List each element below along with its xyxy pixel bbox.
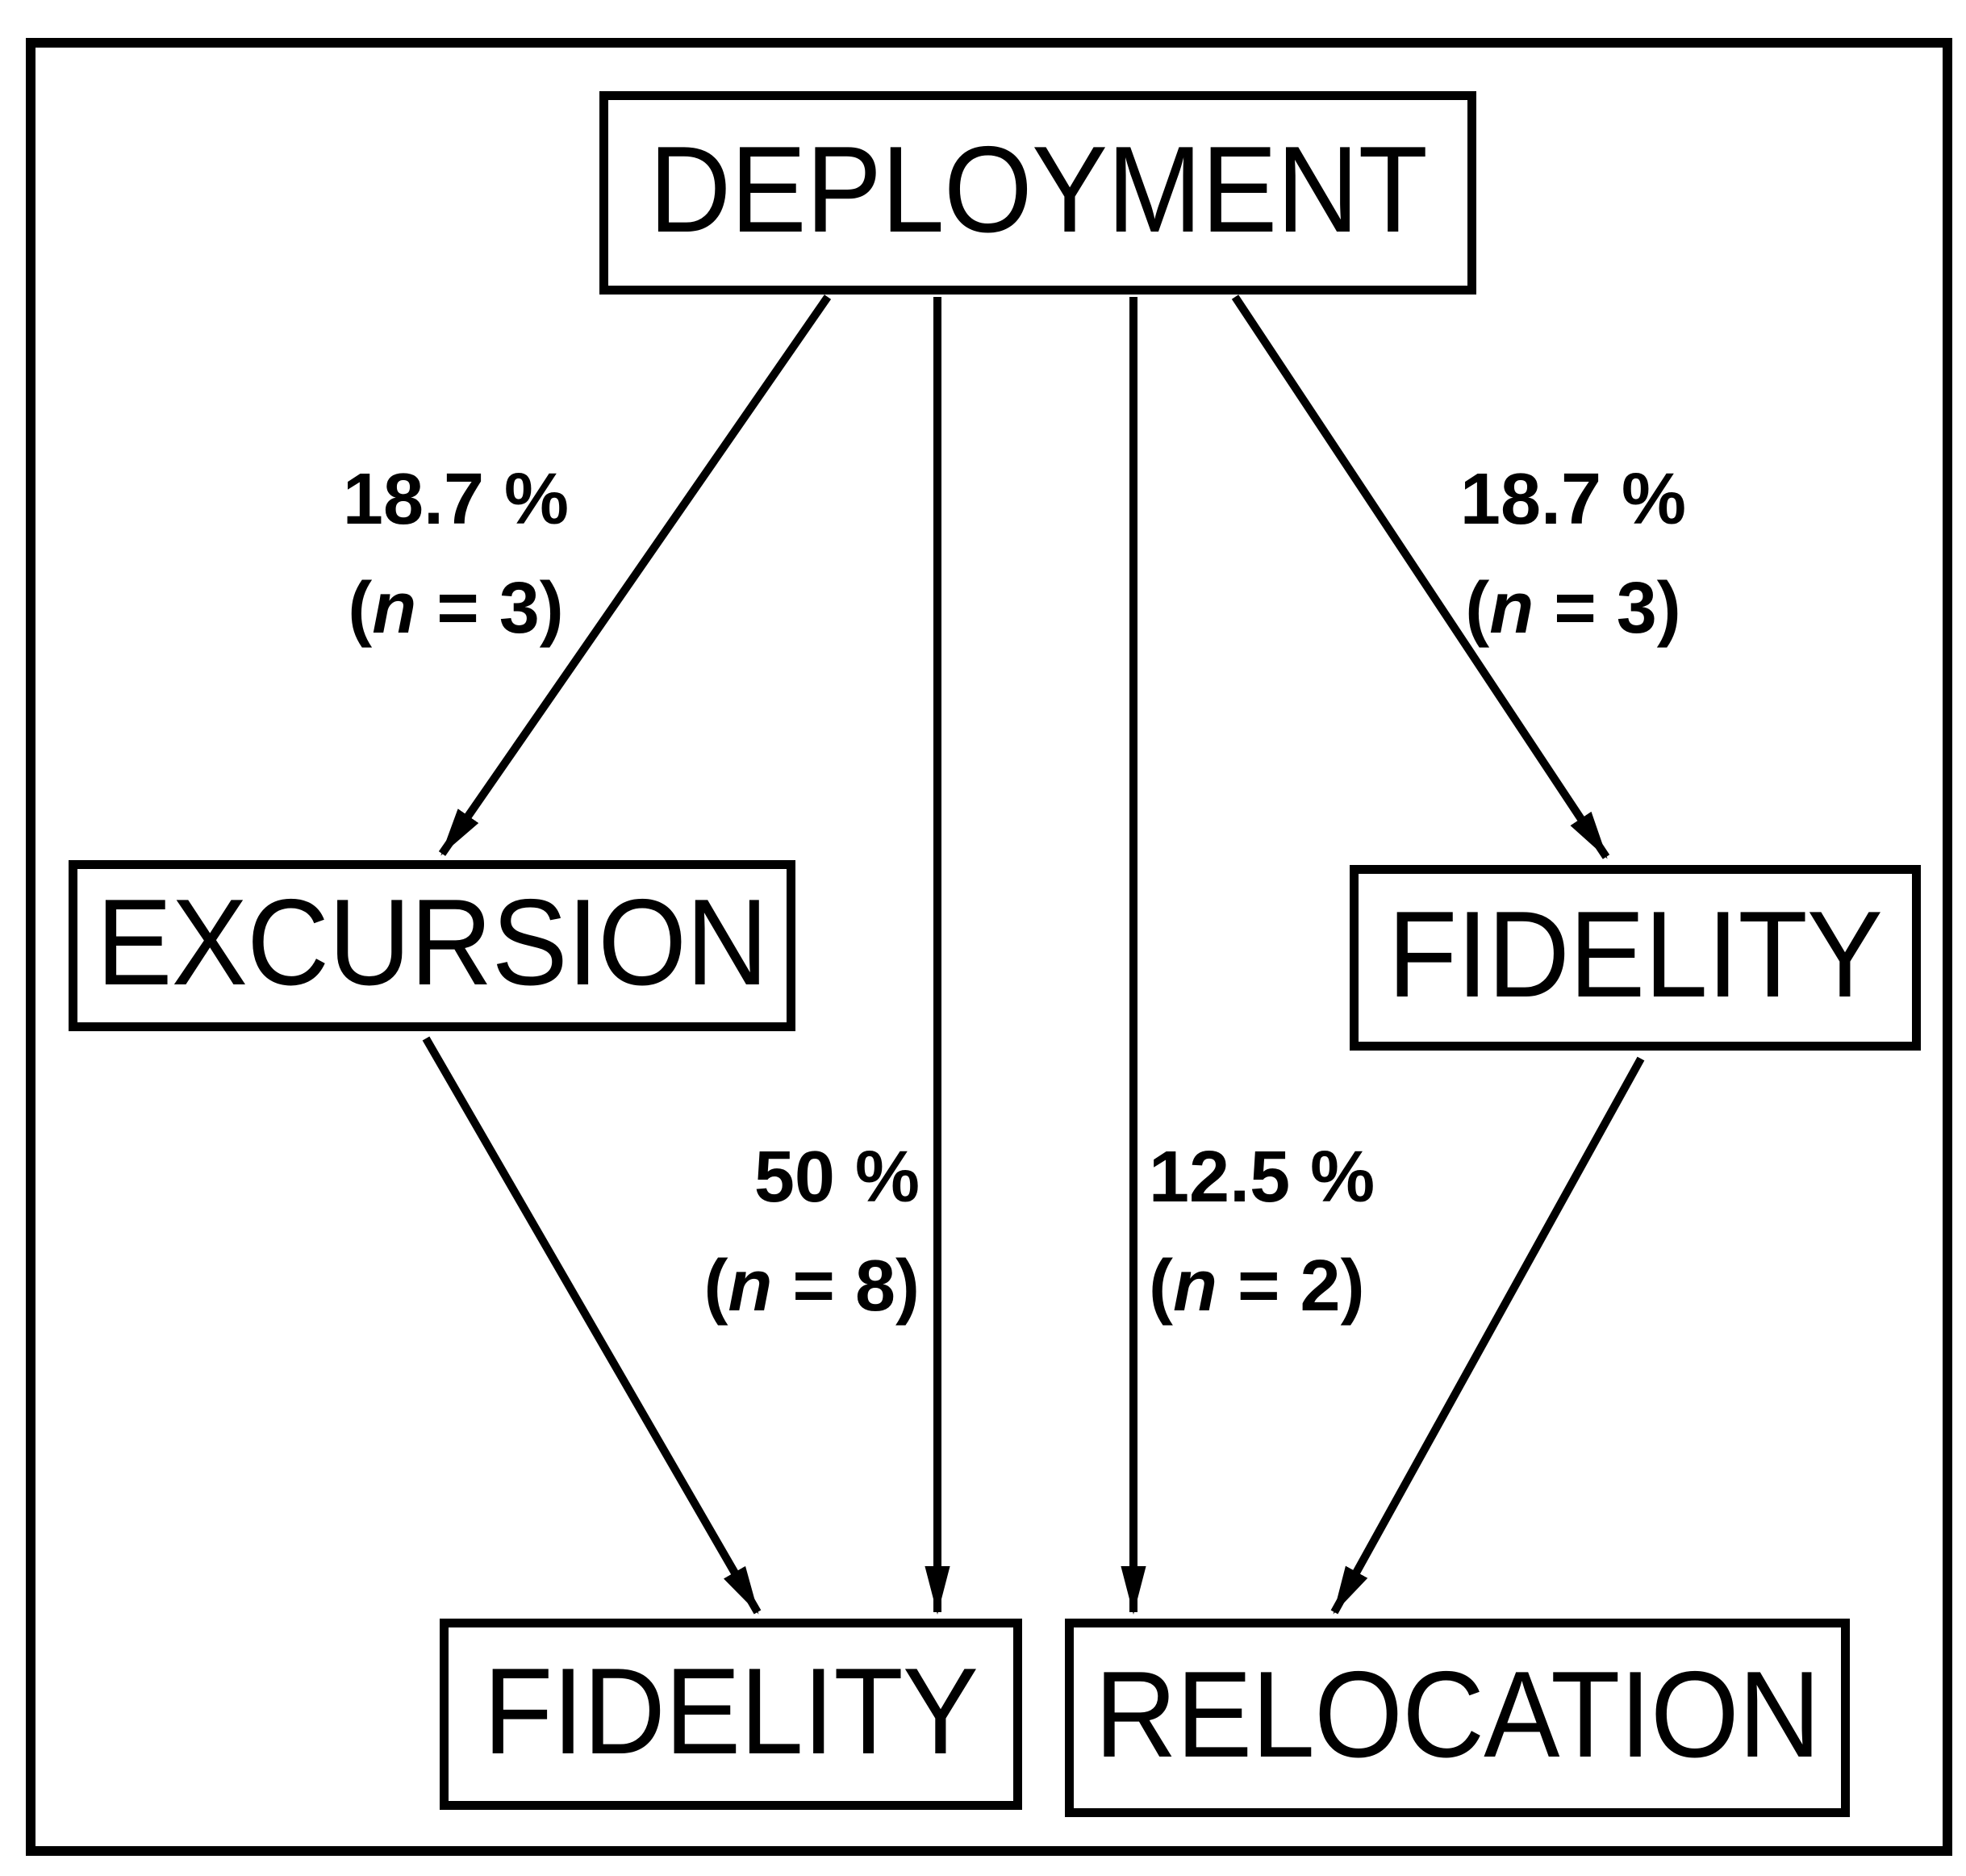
count-text: (n = 2) <box>1149 1232 1488 1341</box>
n-variable: n <box>372 568 417 649</box>
count-text: (n = 8) <box>597 1232 920 1341</box>
arrow-deployment-to-fidelity-right <box>1231 295 1610 859</box>
paren-open: ( <box>1465 568 1490 649</box>
node-fidelity-right: FIDELITY <box>1350 865 1921 1051</box>
n-variable: n <box>1489 568 1534 649</box>
count-text: (n = 3) <box>214 554 698 663</box>
node-deployment-label: DEPLOYMENT <box>649 121 1428 258</box>
arrow-fidelity-right-to-relocation <box>1330 1056 1645 1615</box>
n-value: = 2) <box>1217 1246 1365 1327</box>
percent-text: 12.5 % <box>1149 1137 1375 1218</box>
node-deployment: DEPLOYMENT <box>599 91 1476 295</box>
edge-label-deployment-excursion: 18.7 % (n = 3) <box>214 445 698 663</box>
percent-text: 50 % <box>753 1137 920 1218</box>
percent-text: 18.7 % <box>342 459 570 540</box>
edge-label-deployment-fidelity-bottom: 50 % (n = 8) <box>597 1123 920 1341</box>
n-variable: n <box>1172 1246 1217 1327</box>
n-value: = 3) <box>1534 568 1681 649</box>
node-excursion-label: EXCURSION <box>96 874 768 1011</box>
edge-label-deployment-fidelity-right: 18.7 % (n = 3) <box>1331 445 1815 663</box>
node-fidelity-right-label: FIDELITY <box>1388 886 1883 1023</box>
paren-open: ( <box>1149 1246 1173 1327</box>
edge-label-deployment-relocation: 12.5 % (n = 2) <box>1149 1123 1488 1341</box>
arrow-excursion-to-fidelity-bottom <box>422 1036 762 1615</box>
node-relocation: RELOCATION <box>1065 1619 1850 1817</box>
figure-border <box>26 38 1952 1856</box>
paren-open: ( <box>348 568 373 649</box>
n-variable: n <box>728 1246 773 1327</box>
arrow-deployment-to-excursion <box>438 295 832 856</box>
paren-open: ( <box>703 1246 728 1327</box>
n-value: = 8) <box>772 1246 920 1327</box>
count-text: (n = 3) <box>1331 554 1815 663</box>
node-fidelity-bottom-label: FIDELITY <box>483 1642 979 1780</box>
node-excursion: EXCURSION <box>69 860 795 1031</box>
node-relocation-label: RELOCATION <box>1094 1646 1821 1783</box>
percent-text: 18.7 % <box>1459 459 1687 540</box>
node-fidelity-bottom: FIDELITY <box>440 1619 1022 1810</box>
n-value: = 3) <box>416 568 564 649</box>
